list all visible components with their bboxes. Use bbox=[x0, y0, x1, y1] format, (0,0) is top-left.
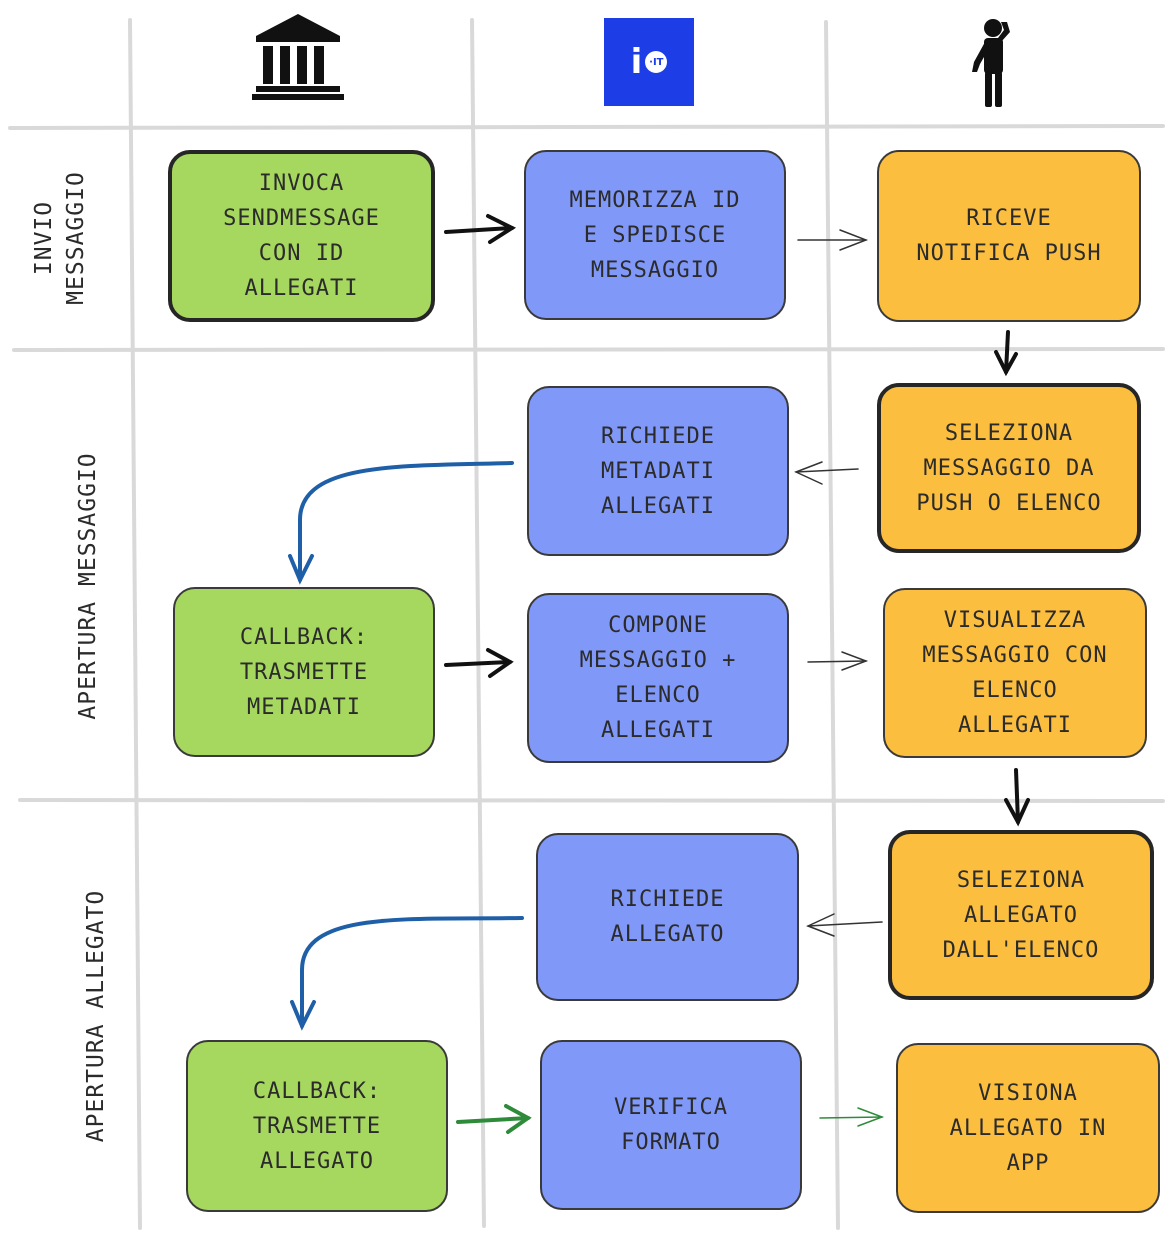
app-io-logo: i ·IT bbox=[604, 18, 694, 106]
box-visualizza-text: Visualizza messaggio con elenco allegati bbox=[922, 608, 1108, 738]
box-riceve-text: Riceve notifica push bbox=[916, 206, 1102, 266]
box-compone-text: Compone messaggio + elenco allegati bbox=[579, 613, 737, 743]
box-invoca-text: Invoca sendMessage con ID allegati bbox=[223, 171, 380, 301]
lane-label-apertura-allegato: Apertura Allegato bbox=[83, 889, 109, 1143]
box-richiede-allegato: Richiede allegato bbox=[536, 833, 799, 1001]
box-memorizza-id: Memorizza ID e spedisce messaggio bbox=[524, 150, 786, 320]
app-logo-letter: i bbox=[630, 42, 643, 82]
box-seleziona-allegato: Seleziona allegato dall'elenco bbox=[888, 830, 1154, 1000]
box-callback-allegato: Callback: trasmette allegato bbox=[186, 1040, 448, 1212]
box-seleziona-allegato-text: Seleziona allegato dall'elenco bbox=[942, 867, 1100, 963]
box-visiona-text: Visiona allegato in app bbox=[949, 1080, 1107, 1176]
box-visualizza-messaggio: Visualizza messaggio con elenco allegati bbox=[883, 588, 1147, 758]
lane-label-invio: Invio Messaggio bbox=[31, 171, 89, 305]
box-richiede-allegato-text: Richiede allegato bbox=[610, 887, 725, 947]
box-callback-allegato-text: Callback: trasmette allegato bbox=[252, 1078, 382, 1174]
box-seleziona-messaggio: Seleziona messaggio da push o elenco bbox=[877, 383, 1141, 553]
box-richiede-metadati: Richiede metadati allegati bbox=[527, 386, 789, 556]
box-visiona-allegato: Visiona allegato in app bbox=[896, 1043, 1160, 1213]
app-logo-badge: ·IT bbox=[645, 51, 668, 73]
box-verifica-formato: Verifica formato bbox=[540, 1040, 802, 1210]
box-compone-messaggio: Compone messaggio + elenco allegati bbox=[527, 593, 789, 763]
box-callback-metadati: Callback: trasmette metadati bbox=[173, 587, 435, 757]
box-verifica-text: Verifica formato bbox=[614, 1095, 728, 1155]
box-memorizza-text: Memorizza ID e spedisce messaggio bbox=[569, 187, 741, 283]
box-seleziona-messaggio-text: Seleziona messaggio da push o elenco bbox=[916, 420, 1102, 516]
box-callback-metadati-text: Callback: trasmette metadati bbox=[239, 624, 369, 720]
lane-label-apertura-messaggio: Apertura Messaggio bbox=[75, 452, 101, 720]
box-riceve-notifica: Riceve notifica push bbox=[877, 150, 1141, 322]
box-richiede-metadati-text: Richiede metadati allegati bbox=[601, 423, 715, 519]
box-invoca-sendmessage: Invoca sendMessage con ID allegati bbox=[168, 150, 435, 322]
